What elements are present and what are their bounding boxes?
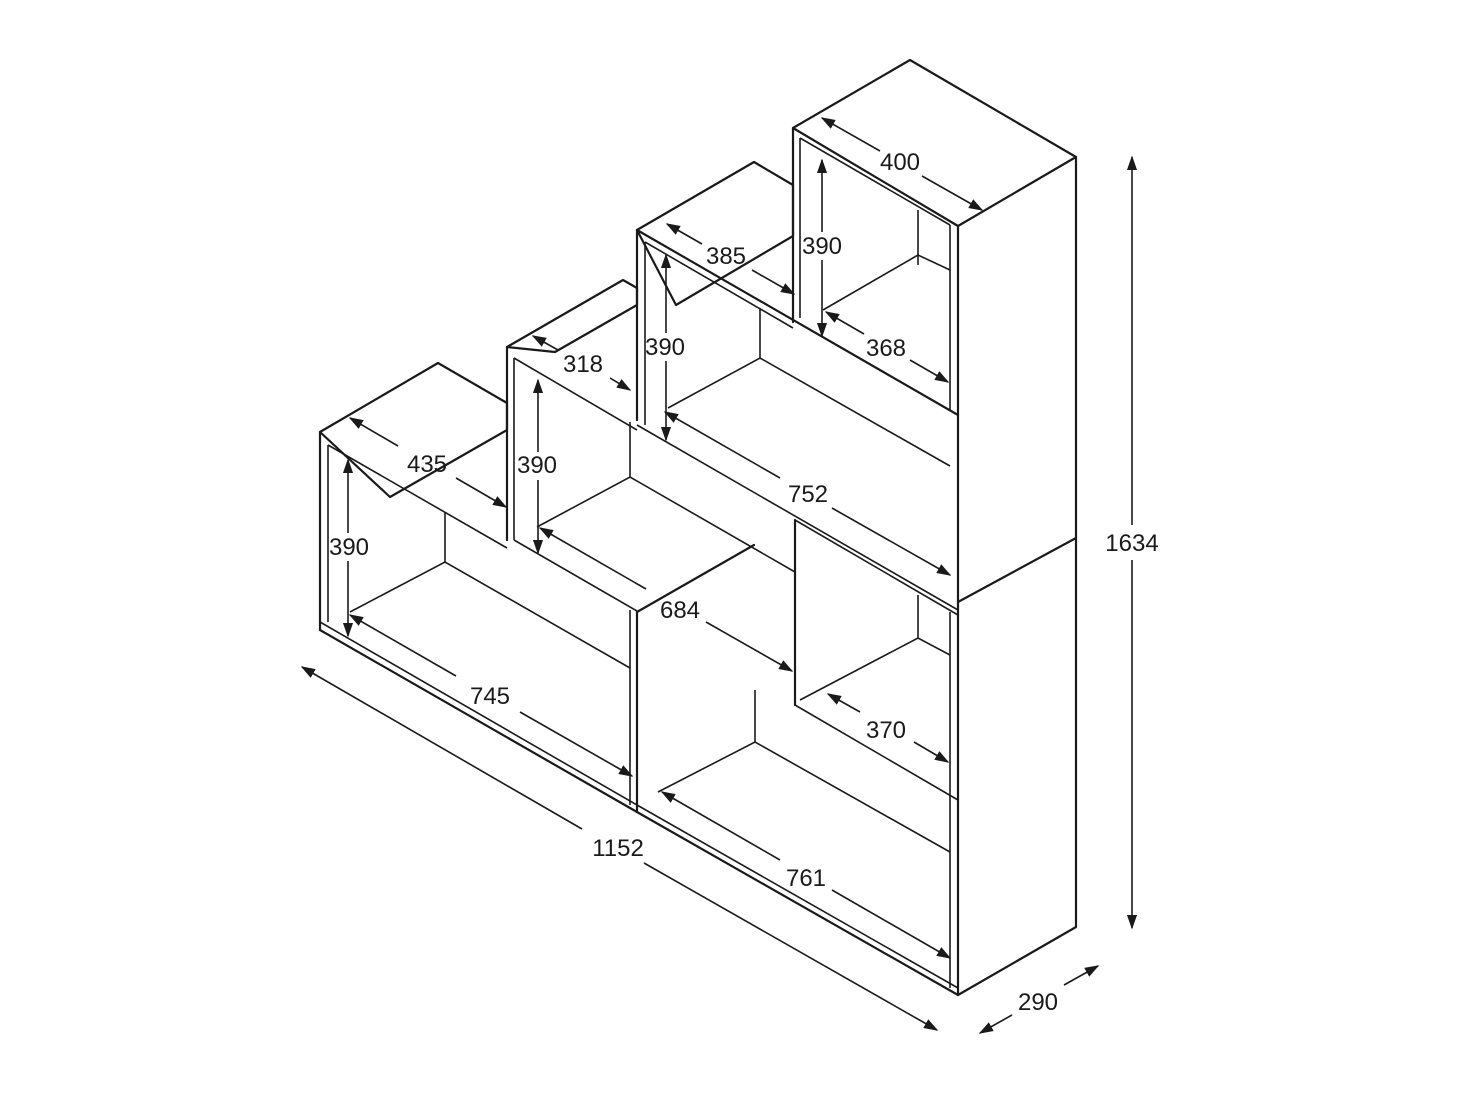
- bottom-base-module: [635, 536, 1078, 997]
- dim-label-385: 385: [706, 243, 746, 270]
- dim-label-390-top: 390: [802, 233, 842, 260]
- dim-label-684: 684: [660, 597, 700, 624]
- dim-label-400: 400: [880, 149, 920, 176]
- dim-label-390-second: 390: [517, 452, 557, 479]
- dim-label-290: 290: [1018, 989, 1058, 1016]
- first-step-module: [318, 361, 639, 814]
- dimension-labels: 400 390 368 385 390 318 390 752 435 390 …: [329, 149, 1159, 1016]
- dim-label-1152: 1152: [592, 835, 644, 862]
- dim-label-390-first: 390: [329, 534, 369, 561]
- dim-label-368: 368: [866, 335, 906, 362]
- dim-label-318: 318: [563, 351, 603, 378]
- dim-label-1634: 1634: [1105, 530, 1158, 557]
- top-cube-module: [791, 58, 1078, 604]
- dimension-lines: [300, 117, 1138, 1034]
- dim-label-370: 370: [866, 717, 906, 744]
- dim-label-435: 435: [407, 451, 447, 478]
- dim-label-752: 752: [788, 481, 828, 508]
- dim-label-761: 761: [786, 865, 826, 892]
- dim-label-390-third: 390: [645, 334, 685, 361]
- third-step-module: [635, 160, 960, 611]
- second-step-module: [505, 278, 959, 707]
- dim-label-745: 745: [470, 683, 510, 710]
